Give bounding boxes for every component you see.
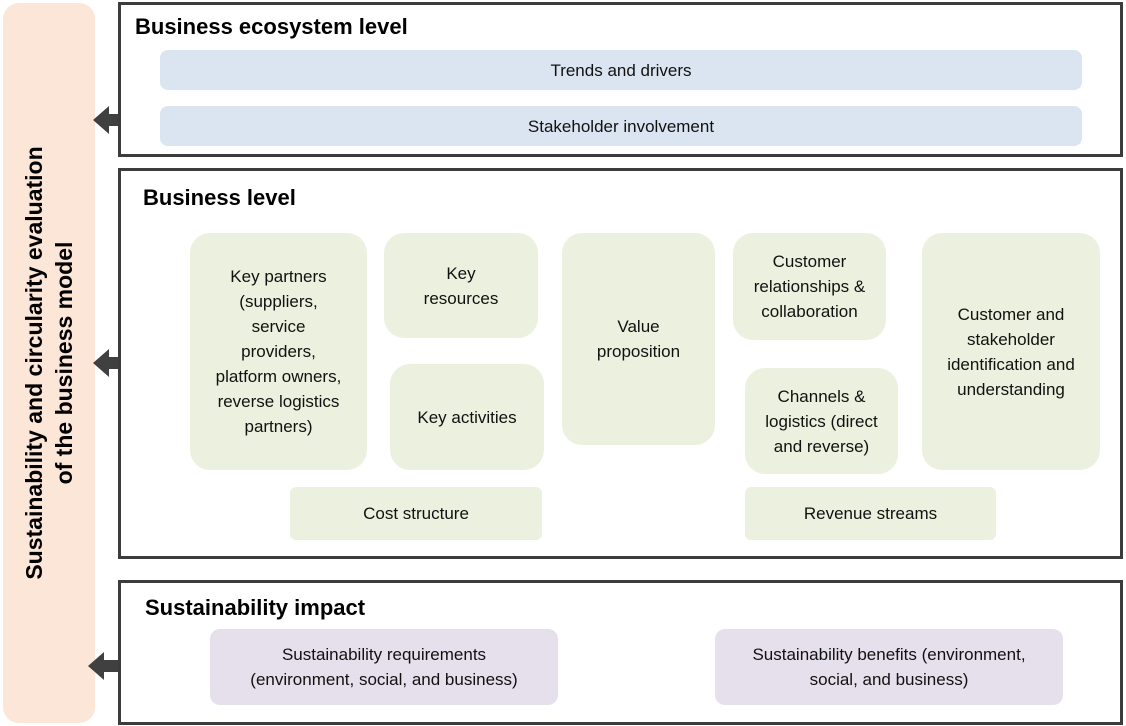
stakeholder-involvement-box: Stakeholder involvement [160, 106, 1082, 146]
cost-structure-box: Cost structure [290, 487, 542, 540]
sustainability-requirements-box: Sustainability requirements (environment… [210, 629, 558, 705]
channels-logistics-box: Channels & logistics (direct and reverse… [745, 368, 898, 474]
sidebar-label-line-2: of the business model [51, 241, 77, 485]
impact-level-title: Sustainability impact [145, 595, 366, 620]
value-proposition-box: Value proposition [562, 233, 715, 445]
business-level-title: Business level [143, 185, 296, 210]
key-activities-box: Key activities [390, 364, 544, 470]
business-level-panel: Business level Key partners (suppliers, … [118, 168, 1123, 559]
evaluation-sidebar: Sustainability and circularity evaluatio… [3, 3, 95, 723]
customer-identification-box: Customer and stakeholder identification … [922, 233, 1100, 470]
ecosystem-level-title: Business ecosystem level [135, 14, 408, 39]
revenue-streams-box: Revenue streams [745, 487, 996, 540]
customer-relationships-box: Customer relationships & collaboration [733, 233, 886, 340]
sustainability-benefits-box: Sustainability benefits (environment, so… [715, 629, 1063, 705]
sidebar-label: Sustainability and circularity evaluatio… [19, 13, 79, 713]
key-resources-box: Key resources [384, 233, 538, 338]
key-partners-box: Key partners (suppliers, service provide… [190, 233, 367, 470]
ecosystem-level-panel: Business ecosystem level Trends and driv… [118, 2, 1123, 157]
trends-drivers-box: Trends and drivers [160, 50, 1082, 90]
impact-level-panel: Sustainability impact Sustainability req… [118, 580, 1123, 725]
sidebar-label-line-1: Sustainability and circularity evaluatio… [21, 146, 47, 580]
